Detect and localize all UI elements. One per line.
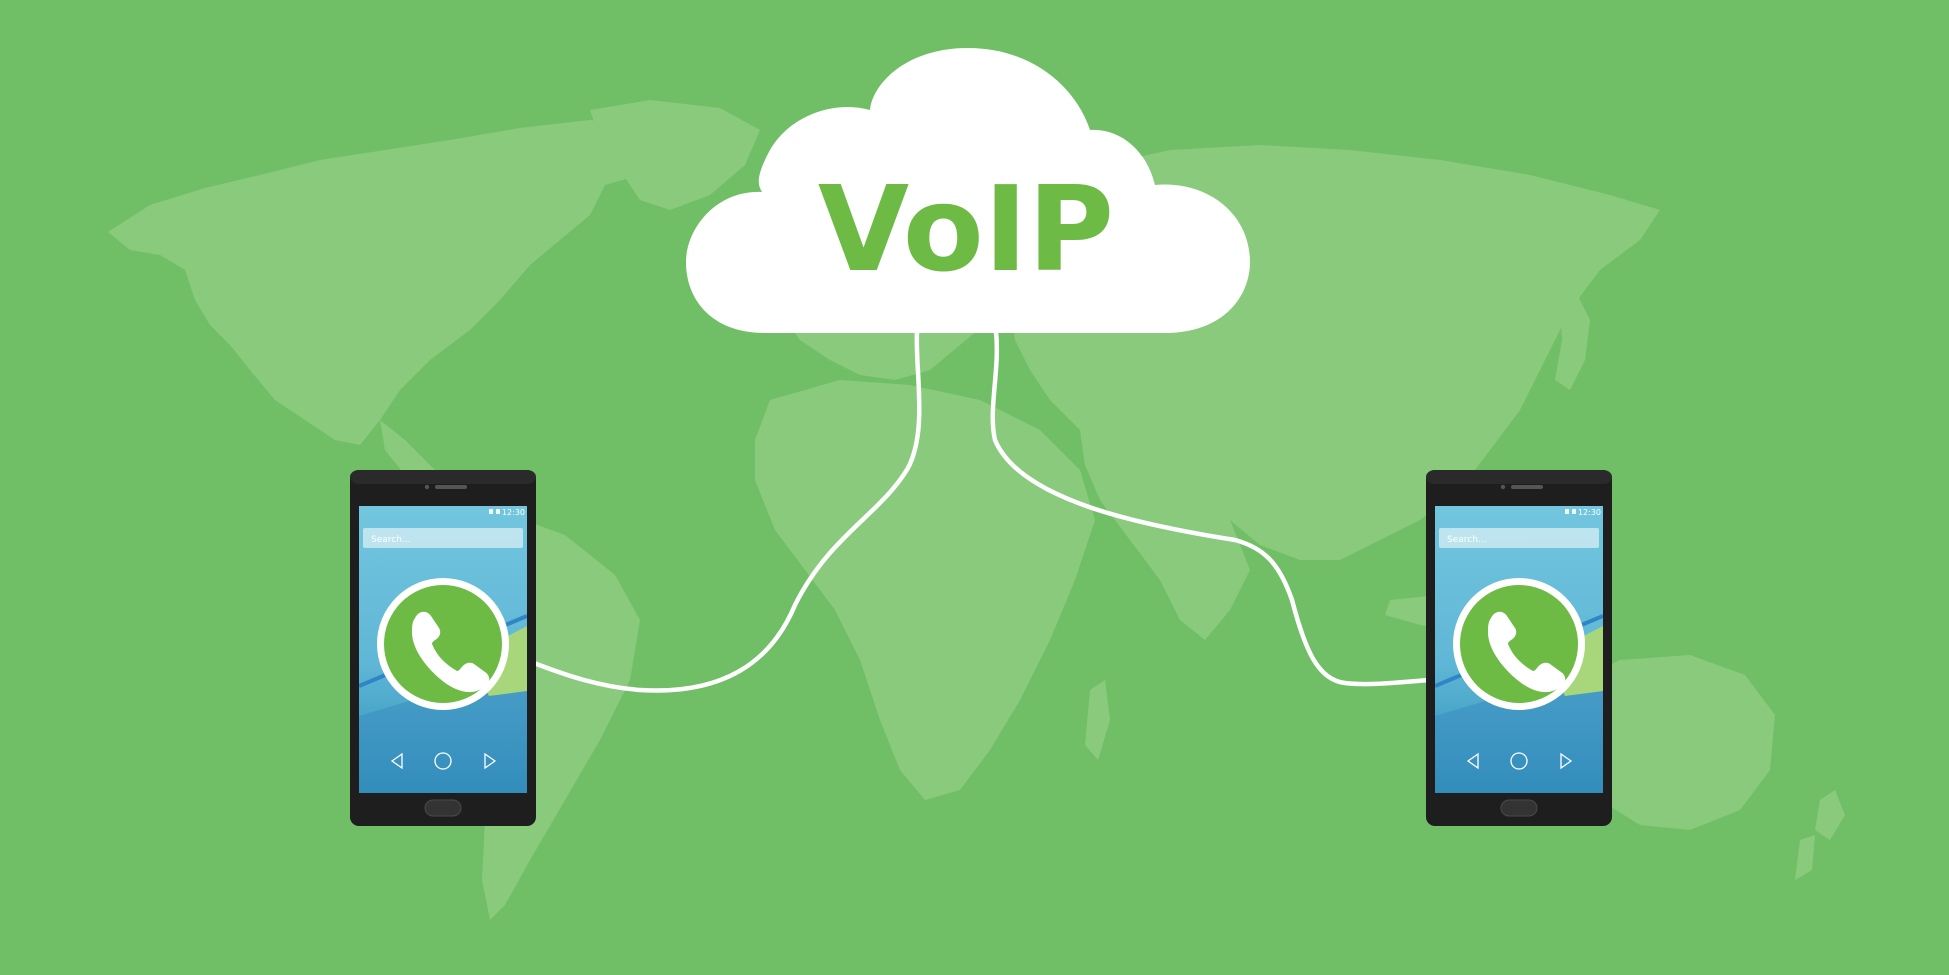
- wire-left: [531, 329, 922, 693]
- status-time: 12:30: [502, 508, 525, 517]
- nav-home-icon[interactable]: [434, 752, 452, 770]
- phone-screen: 12:30 Search...: [359, 506, 527, 793]
- map-greenland: [590, 100, 760, 210]
- call-button[interactable]: [1453, 578, 1585, 710]
- map-south-asia: [1080, 430, 1250, 640]
- front-camera-icon: [424, 484, 430, 490]
- nav-home-icon[interactable]: [1510, 752, 1528, 770]
- home-button[interactable]: [1500, 799, 1538, 817]
- nav-recent-icon[interactable]: [1560, 752, 1573, 770]
- search-bar[interactable]: [1439, 528, 1599, 548]
- connection-wires: [531, 329, 1433, 693]
- phone-top-edge: [350, 470, 536, 484]
- cloud: VoIP: [686, 48, 1250, 333]
- nav-back-icon[interactable]: [1466, 752, 1479, 770]
- search-bar[interactable]: [363, 528, 523, 548]
- signal-icon: [489, 509, 493, 514]
- cloud-title: VoIP: [818, 160, 1114, 298]
- search-placeholder: Search...: [1447, 535, 1487, 545]
- phone-right: 12:30 Search...: [1426, 470, 1612, 826]
- status-time: 12:30: [1578, 508, 1601, 517]
- battery-icon: [1572, 509, 1576, 514]
- earpiece-speaker: [1511, 485, 1543, 489]
- nav-back-icon[interactable]: [390, 752, 403, 770]
- map-madagascar: [1085, 680, 1110, 760]
- earpiece-speaker: [435, 485, 467, 489]
- phone-screen: 12:30 Search...: [1435, 506, 1603, 793]
- nav-recent-icon[interactable]: [484, 752, 497, 770]
- map-japan: [1555, 290, 1590, 390]
- map-new-zealand: [1795, 790, 1845, 880]
- call-button[interactable]: [377, 578, 509, 710]
- front-camera-icon: [1500, 484, 1506, 490]
- cloud-shape: [686, 48, 1250, 333]
- home-button[interactable]: [424, 799, 462, 817]
- phone-handset-icon: [411, 611, 490, 693]
- signal-icon: [1565, 509, 1569, 514]
- phone-left: 12:30 Search...: [350, 470, 536, 826]
- map-africa: [755, 380, 1095, 800]
- wire-right: [990, 329, 1433, 687]
- phone-top-edge: [1426, 470, 1612, 484]
- battery-icon: [496, 509, 500, 514]
- search-placeholder: Search...: [371, 535, 411, 545]
- phone-handset-icon: [1487, 611, 1566, 693]
- map-north-america: [108, 120, 660, 445]
